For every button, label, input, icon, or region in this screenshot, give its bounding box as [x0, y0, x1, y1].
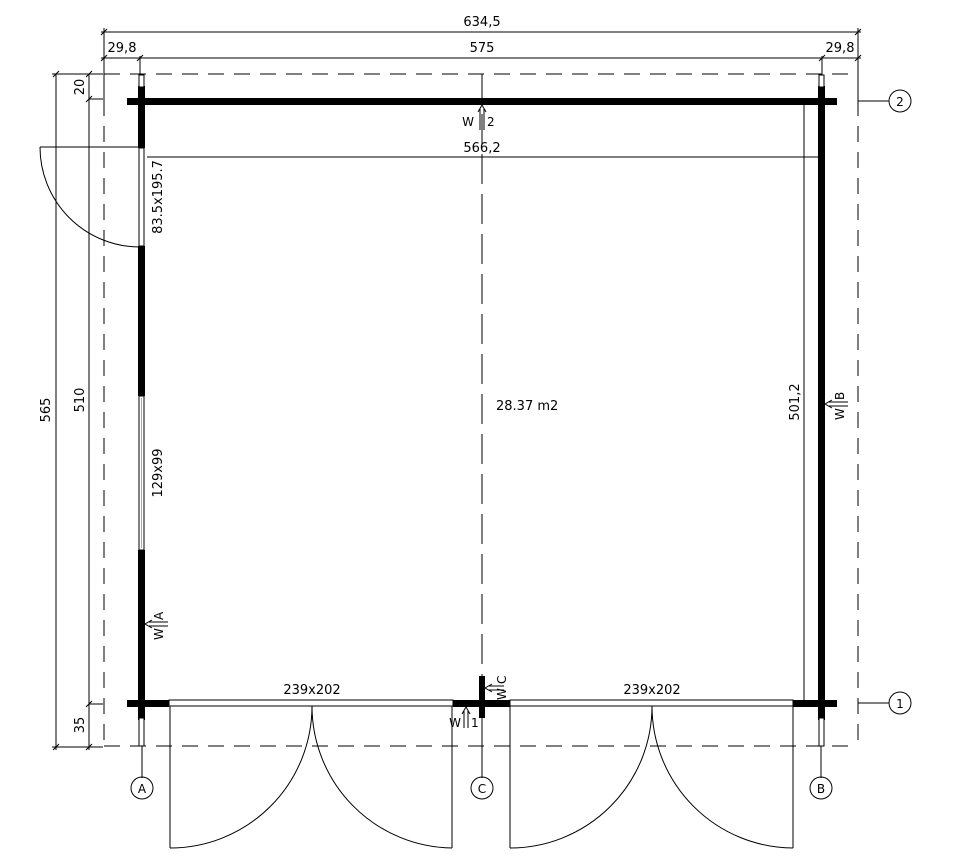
svg-text:C: C — [495, 676, 509, 684]
svg-text:B: B — [833, 392, 847, 400]
grid-marker-1: 1 — [858, 691, 912, 715]
svg-text:W: W — [449, 716, 461, 730]
wall-back — [127, 98, 837, 105]
wall-tag-c: W C — [483, 676, 509, 700]
left-dimension-chain: 565 510 20 35 — [39, 70, 103, 751]
grid-marker-2: 2 — [858, 89, 912, 113]
svg-text:1: 1 — [471, 716, 479, 730]
wall-tag-2: W 2 — [462, 103, 495, 130]
side-window-size-label: 129x99 — [151, 448, 166, 497]
wall-left-lower — [138, 550, 145, 720]
center-post — [479, 676, 485, 718]
arrow-up-icon — [477, 103, 487, 130]
arrow-left-icon — [823, 399, 848, 409]
svg-text:W: W — [152, 628, 166, 640]
front-door-right-size-label: 239x202 — [623, 683, 680, 698]
roof-overhang-outline — [103, 73, 859, 747]
svg-text:2: 2 — [896, 95, 904, 109]
wall-left-upper — [138, 86, 145, 148]
arrow-left-icon — [143, 619, 168, 629]
wall-front-left — [127, 700, 169, 707]
front-door-right: 239x202 — [509, 683, 794, 849]
svg-text:2: 2 — [487, 115, 495, 129]
overall-width-label: 634,5 — [463, 15, 500, 30]
inner-depth-label: 501,2 — [788, 383, 803, 420]
walls — [127, 86, 837, 720]
wall-front-right — [793, 700, 837, 707]
wall-tag-b: W B — [823, 392, 848, 420]
grid-marker-b: B — [809, 746, 833, 800]
svg-text:A: A — [138, 782, 147, 796]
wall-width-label: 575 — [470, 41, 495, 56]
inner-width-label: 566,2 — [463, 141, 500, 156]
svg-text:W: W — [833, 408, 847, 420]
arrow-left-icon — [483, 683, 504, 693]
svg-text:B: B — [817, 782, 825, 796]
front-door-left-size-label: 239x202 — [283, 683, 340, 698]
overhang-back-label: 20 — [73, 79, 88, 96]
svg-text:1: 1 — [896, 697, 904, 711]
side-window: 129x99 — [138, 395, 166, 551]
wall-right — [818, 86, 825, 720]
grid-marker-c: C — [470, 776, 494, 800]
svg-text:W: W — [462, 115, 474, 129]
wall-tag-1: W 1 — [449, 705, 479, 730]
front-door-left: 239x202 — [168, 683, 454, 849]
overhang-left-label: 29,8 — [108, 41, 137, 56]
side-door: 83.5x195.7 — [39, 146, 166, 248]
grid-marker-a: A — [130, 746, 154, 800]
overhang-right-label: 29,8 — [826, 41, 855, 56]
wall-left-mid — [138, 246, 145, 396]
floor-area-label: 28.37 m2 — [496, 399, 558, 414]
arrow-up-icon — [461, 705, 471, 728]
top-dimension-chain: 634,5 29,8 575 29,8 — [100, 15, 862, 100]
svg-text:C: C — [478, 782, 486, 796]
wall-tag-a: W A — [143, 611, 168, 640]
svg-text:A: A — [152, 611, 166, 620]
overall-depth-label: 565 — [39, 398, 54, 423]
inner-dimensions: 566,2 501,2 — [147, 104, 820, 700]
svg-text:W: W — [495, 688, 509, 700]
wall-depth-label: 510 — [73, 388, 88, 413]
overhang-front-label: 35 — [73, 717, 88, 734]
side-door-size-label: 83.5x195.7 — [151, 160, 166, 234]
